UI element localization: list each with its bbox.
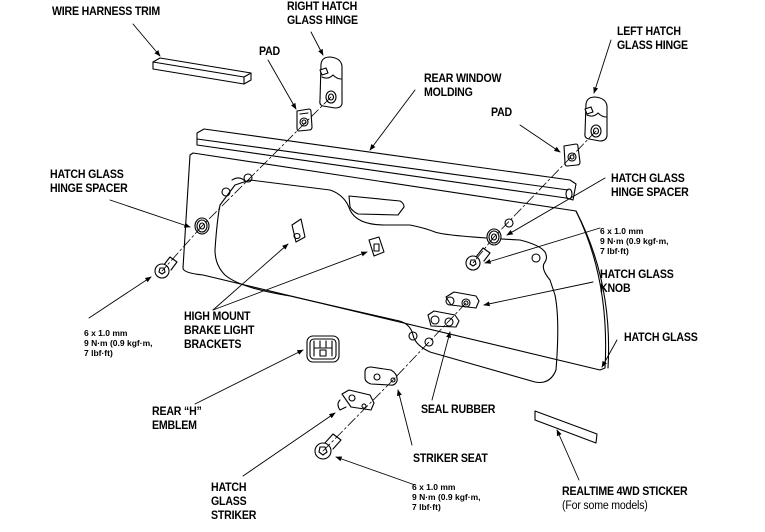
right-hinge-axis-line [202, 97, 331, 226]
label-high-mount-brake-light-brackets: HIGH MOUNT BRAKE LIGHT BRACKETS [184, 310, 254, 352]
spec-line: 7 lbf·ft) [412, 502, 441, 512]
left-hatch-glass-hinge-part [585, 97, 607, 141]
label-line: BRACKETS [184, 339, 242, 351]
right-bolt-part [466, 248, 490, 270]
brake-light-bracket-2-part [369, 237, 384, 256]
label-line: REALTIME 4WD STICKER [562, 486, 688, 498]
rear-h-emblem-part [307, 336, 339, 362]
label-line: BRAKE LIGHT [184, 325, 255, 337]
leader-sticker [557, 429, 579, 480]
leader-right-pad [268, 60, 296, 110]
hatch-glass-striker-part [338, 390, 374, 410]
leader-left-hinge [593, 40, 611, 94]
leader-brake-bracket-1 [213, 244, 289, 310]
realtime-4wd-sticker-part [535, 411, 597, 443]
spec-line: 9 N·m (0.9 kgf·m, [412, 492, 481, 502]
torque-spec-bottom: 6 x 1.0 mm 9 N·m (0.9 kgf·m, 7 lbf·ft) [412, 482, 481, 512]
spec-line: 9 N·m (0.9 kgf·m, [84, 338, 153, 348]
leader-right-bolt-spec [484, 228, 600, 264]
label-hatch-glass-striker: HATCH GLASS STRIKER [211, 481, 256, 523]
leader-hatch-glass [602, 340, 617, 368]
right-hatch-glass-hinge-part [320, 57, 342, 108]
label-line: HATCH GLASS [600, 269, 674, 281]
leader-striker-bolt-spec [335, 456, 415, 485]
striker-seat-part [365, 367, 397, 385]
label-hatch-glass-knob: HATCH GLASS KNOB [600, 268, 674, 296]
leader-striker-seat [396, 389, 412, 445]
label-line: GLASS [211, 496, 247, 508]
wire-harness-trim-part [153, 58, 251, 84]
leader-left-pad [520, 125, 561, 152]
spec-line: 6 x 1.0 mm [412, 482, 456, 492]
torque-spec-right: 6 x 1.0 mm 9 N·m (0.9 kgf·m, 7 lbf·ft) [600, 226, 669, 256]
leader-left-spacer [110, 200, 191, 228]
brake-light-bracket-1-part [292, 219, 305, 242]
label-line: HATCH GLASS [50, 169, 124, 181]
label-hatch-glass: HATCH GLASS [624, 332, 698, 344]
seal-rubber-part [428, 311, 459, 327]
left-pad-part [564, 144, 580, 166]
leader-right-hinge [311, 32, 323, 56]
label-line: REAR “H” [152, 406, 202, 418]
label-left-hatch-glass-hinge: LEFT HATCH GLASS HINGE [617, 25, 688, 53]
spec-line: 7 lbf·ft) [600, 246, 629, 256]
knob-axis-line [393, 303, 466, 380]
label-seal-rubber: SEAL RUBBER [421, 404, 496, 416]
label-right-hatch-glass-hinge: RIGHT HATCH GLASS HINGE [287, 0, 358, 28]
spec-line: 6 x 1.0 mm [600, 226, 644, 236]
left-bolt-part [155, 257, 177, 278]
label-line: REAR WINDOW [424, 73, 502, 85]
leader-left-bolt-spec [89, 277, 152, 318]
leader-knob [483, 282, 593, 307]
label-rear-h-emblem: REAR “H” EMBLEM [152, 405, 202, 433]
leader-rear-window-molding [370, 90, 415, 151]
label-wire-harness-trim: WIRE HARNESS TRIM [52, 6, 160, 18]
label-line: HINGE SPACER [611, 187, 689, 199]
leader-seal-rubber [432, 331, 451, 400]
label-line: MOLDING [424, 87, 473, 99]
label-line: LEFT HATCH [617, 26, 681, 38]
right-pad-part [297, 109, 312, 131]
leader-brake-bracket-2 [213, 252, 368, 310]
label-line: RIGHT HATCH [287, 1, 358, 13]
torque-spec-left: 6 x 1.0 mm 9 N·m (0.9 kgf·m, 7 lbf·ft) [84, 328, 153, 358]
leader-h-emblem [195, 350, 304, 404]
label-note: (For some models) [562, 500, 648, 512]
label-realtime-4wd-sticker: REALTIME 4WD STICKER (For some models) [562, 485, 688, 513]
label-rear-window-molding: REAR WINDOW MOLDING [424, 72, 502, 100]
spec-line: 7 lbf·ft) [84, 348, 113, 358]
label-striker-seat: STRIKER SEAT [413, 453, 488, 465]
left-bolt-axis-line [162, 226, 202, 271]
label-line: STRIKER [211, 510, 257, 522]
right-bolt-axis-line [473, 237, 494, 263]
label-line: HINGE SPACER [50, 183, 128, 195]
label-left-pad: PAD [491, 107, 513, 119]
label-right-pad: PAD [259, 46, 281, 58]
spec-line: 6 x 1.0 mm [84, 328, 128, 338]
label-left-hinge-spacer: HATCH GLASS HINGE SPACER [50, 168, 128, 196]
rear-window-molding-part [197, 129, 576, 200]
label-line: GLASS HINGE [617, 40, 688, 52]
spec-line: 9 N·m (0.9 kgf·m, [600, 236, 669, 246]
leader-striker [243, 413, 336, 476]
label-line: HIGH MOUNT [184, 311, 251, 323]
striker-bolt-part [315, 434, 341, 459]
label-right-hinge-spacer: HATCH GLASS HINGE SPACER [611, 172, 689, 200]
hatch-glass-knob-part [446, 292, 479, 308]
leader-right-spacer [506, 178, 605, 235]
label-line: EMBLEM [152, 420, 197, 432]
label-line: HATCH [211, 482, 247, 494]
label-line: KNOB [600, 283, 631, 295]
striker-axis-line [323, 380, 393, 451]
left-hinge-axis-line [494, 131, 596, 237]
leader-wire-harness-trim [133, 24, 160, 57]
label-line: HATCH GLASS [611, 173, 685, 185]
label-line: GLASS HINGE [287, 15, 358, 27]
